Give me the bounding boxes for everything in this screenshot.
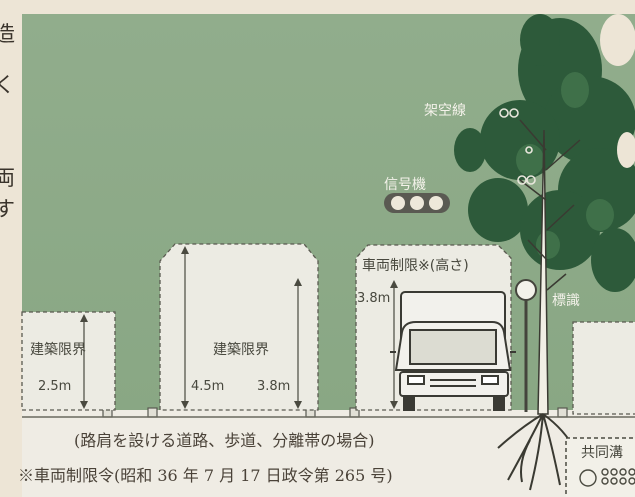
clearance-box-left	[21, 311, 116, 411]
signal-lights-icon	[384, 193, 450, 213]
dim-arrowhead-center-b-top	[294, 278, 302, 286]
label-traffic-signal: 信号機	[384, 177, 426, 193]
clearance-box-center	[159, 243, 319, 411]
label-building-limit-left-height: 2.5m	[38, 379, 71, 394]
label-overhead-lines: 架空線	[424, 103, 466, 119]
road-sign-icon	[515, 279, 537, 412]
label-utility-tunnel: 共同溝	[581, 445, 623, 461]
label-vehicle-limit-height: 3.8m	[357, 291, 390, 306]
dim-arrowhead-center-b-bottom	[294, 401, 302, 409]
left-edge-char-3: 両	[0, 166, 15, 190]
dim-arrowhead-left-top	[80, 314, 88, 322]
label-sign: 標識	[552, 293, 580, 309]
left-edge-char-4: す	[0, 197, 15, 221]
dim-arrowhead-center-a-top	[181, 246, 189, 254]
left-edge-char-1: 造	[0, 22, 15, 46]
tree-icon	[454, 14, 635, 415]
footnote: ※車両制限令(昭和 36 年 7 月 17 日政令第 265 号)	[18, 466, 393, 485]
clearance-box-right-edge	[572, 321, 635, 415]
dim-arrowhead-vehicle-bottom	[390, 401, 398, 409]
dim-arrowhead-left-bottom	[80, 401, 88, 409]
truck-icon	[390, 291, 516, 411]
dim-arrowhead-vehicle-top	[390, 280, 398, 288]
utility-tunnel-box	[565, 437, 635, 497]
label-building-limit-left: 建築限界	[30, 342, 86, 358]
label-building-limit-center: 建築限界	[213, 342, 269, 358]
label-building-limit-center-height-b: 3.8m	[257, 379, 290, 394]
overhead-wire-insulators-icon	[499, 108, 536, 185]
label-building-limit-center-height-a: 4.5m	[191, 379, 224, 394]
dim-arrowhead-center-a-bottom	[181, 401, 189, 409]
label-vehicle-limit: 車両制限※(高さ)	[362, 257, 469, 274]
utility-pipes-icon	[579, 468, 635, 487]
left-edge-char-2: く	[0, 73, 15, 97]
caption: (路肩を設ける道路、歩道、分離帯の場合)	[74, 431, 375, 450]
